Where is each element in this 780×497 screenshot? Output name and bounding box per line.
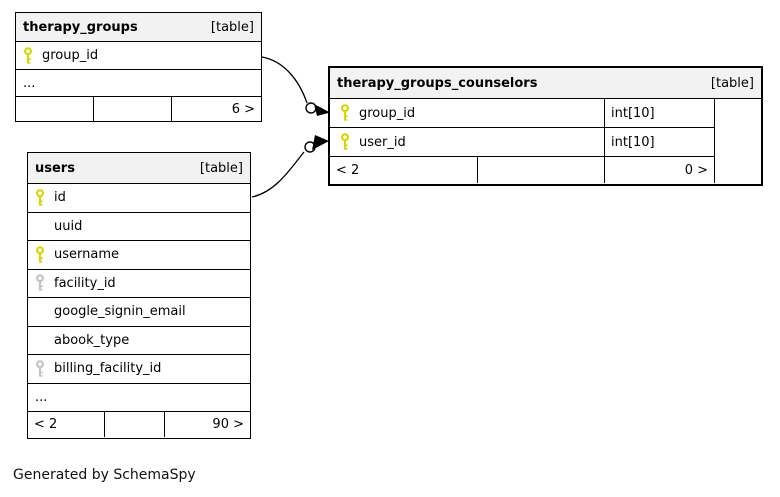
- column-row-uuid: uuid: [28, 212, 250, 241]
- table-type-tag: [table]: [199, 160, 243, 176]
- column-name: uuid: [54, 218, 83, 234]
- column-name: user_id: [359, 134, 406, 150]
- stat-parents: < 2: [336, 162, 360, 178]
- foreign-key-icon: [35, 359, 45, 378]
- column-row-group-id: group_id: [16, 42, 261, 70]
- table-header-therapy-groups-counselors[interactable]: therapy_groups_counselors [table]: [330, 68, 761, 99]
- table-stats-footer: < 2 90 >: [28, 412, 250, 437]
- column-name: billing_facility_id: [54, 361, 162, 377]
- key-icon-spacer: [35, 303, 45, 321]
- table-body: group_id int[10] user_id int[10] < 2 0 >: [330, 99, 761, 183]
- column-name: group_id: [42, 48, 99, 63]
- table-stats-footer: < 2 0 >: [330, 157, 714, 183]
- stat-children: 6 >: [171, 97, 261, 121]
- column-name: group_id: [359, 105, 416, 121]
- column-name: google_signin_email: [54, 304, 186, 320]
- zero-or-one-circle: [305, 102, 317, 114]
- primary-key-icon: [35, 188, 45, 207]
- table-header-therapy-groups[interactable]: therapy_groups [table]: [16, 13, 261, 42]
- column-row-username: username: [28, 241, 250, 270]
- stat-children: 0 >: [604, 157, 714, 183]
- table-stats-footer: 6 >: [16, 97, 261, 121]
- relationship-therapy-groups-to-counselors: [261, 56, 330, 116]
- column-name: abook_type: [54, 332, 130, 348]
- table-name[interactable]: therapy_groups: [23, 19, 138, 35]
- table-type-tag: [table]: [710, 75, 754, 91]
- stat-middle: [104, 412, 164, 437]
- entity-therapy-groups-counselors: therapy_groups_counselors [table] group_…: [328, 66, 763, 186]
- key-icon-spacer: [35, 217, 45, 235]
- column-row-google-signin-email: google_signin_email: [28, 298, 250, 327]
- primary-key-icon: [35, 245, 45, 264]
- column-row-abook-type: abook_type: [28, 326, 250, 355]
- column-name: username: [54, 247, 119, 263]
- key-icon-spacer: [35, 331, 45, 349]
- more-columns-ellipsis: ...: [28, 384, 250, 412]
- stat-children: 90 >: [164, 412, 250, 437]
- stat-middle: [93, 97, 171, 121]
- generated-by-note: Generated by SchemaSpy: [13, 467, 196, 483]
- table-type-tag: [table]: [210, 19, 254, 35]
- more-columns-ellipsis: ...: [16, 70, 261, 97]
- entity-users: users [table] id uuid username: [27, 152, 251, 439]
- table-name[interactable]: users: [35, 160, 75, 176]
- stat-middle: [477, 157, 604, 183]
- table-header-users[interactable]: users [table]: [28, 153, 250, 184]
- table-name[interactable]: therapy_groups_counselors: [337, 75, 538, 91]
- foreign-key-icon: [35, 274, 45, 292]
- column-name: facility_id: [54, 275, 116, 291]
- column-row-group-id: group_id int[10]: [330, 99, 714, 128]
- column-type: int[10]: [604, 128, 714, 156]
- stat-parents: < 2: [34, 417, 58, 432]
- column-row-id: id: [28, 184, 250, 213]
- primary-key-icon: [340, 104, 350, 122]
- column-row-facility-id: facility_id: [28, 269, 250, 298]
- entity-therapy-groups: therapy_groups [table] group_id ... 6 >: [15, 12, 262, 122]
- stat-parents: [16, 97, 93, 121]
- arrowhead: [312, 135, 329, 150]
- column-row-billing-facility-id: billing_facility_id: [28, 355, 250, 384]
- primary-key-icon: [340, 133, 350, 151]
- column-type: int[10]: [604, 99, 714, 127]
- zero-or-one-circle: [304, 141, 316, 153]
- column-row-user-id: user_id int[10]: [330, 128, 714, 157]
- column-name: id: [54, 190, 66, 206]
- relationship-users-to-counselors: [251, 135, 329, 198]
- table-side-column: [714, 99, 761, 183]
- primary-key-icon: [23, 46, 33, 65]
